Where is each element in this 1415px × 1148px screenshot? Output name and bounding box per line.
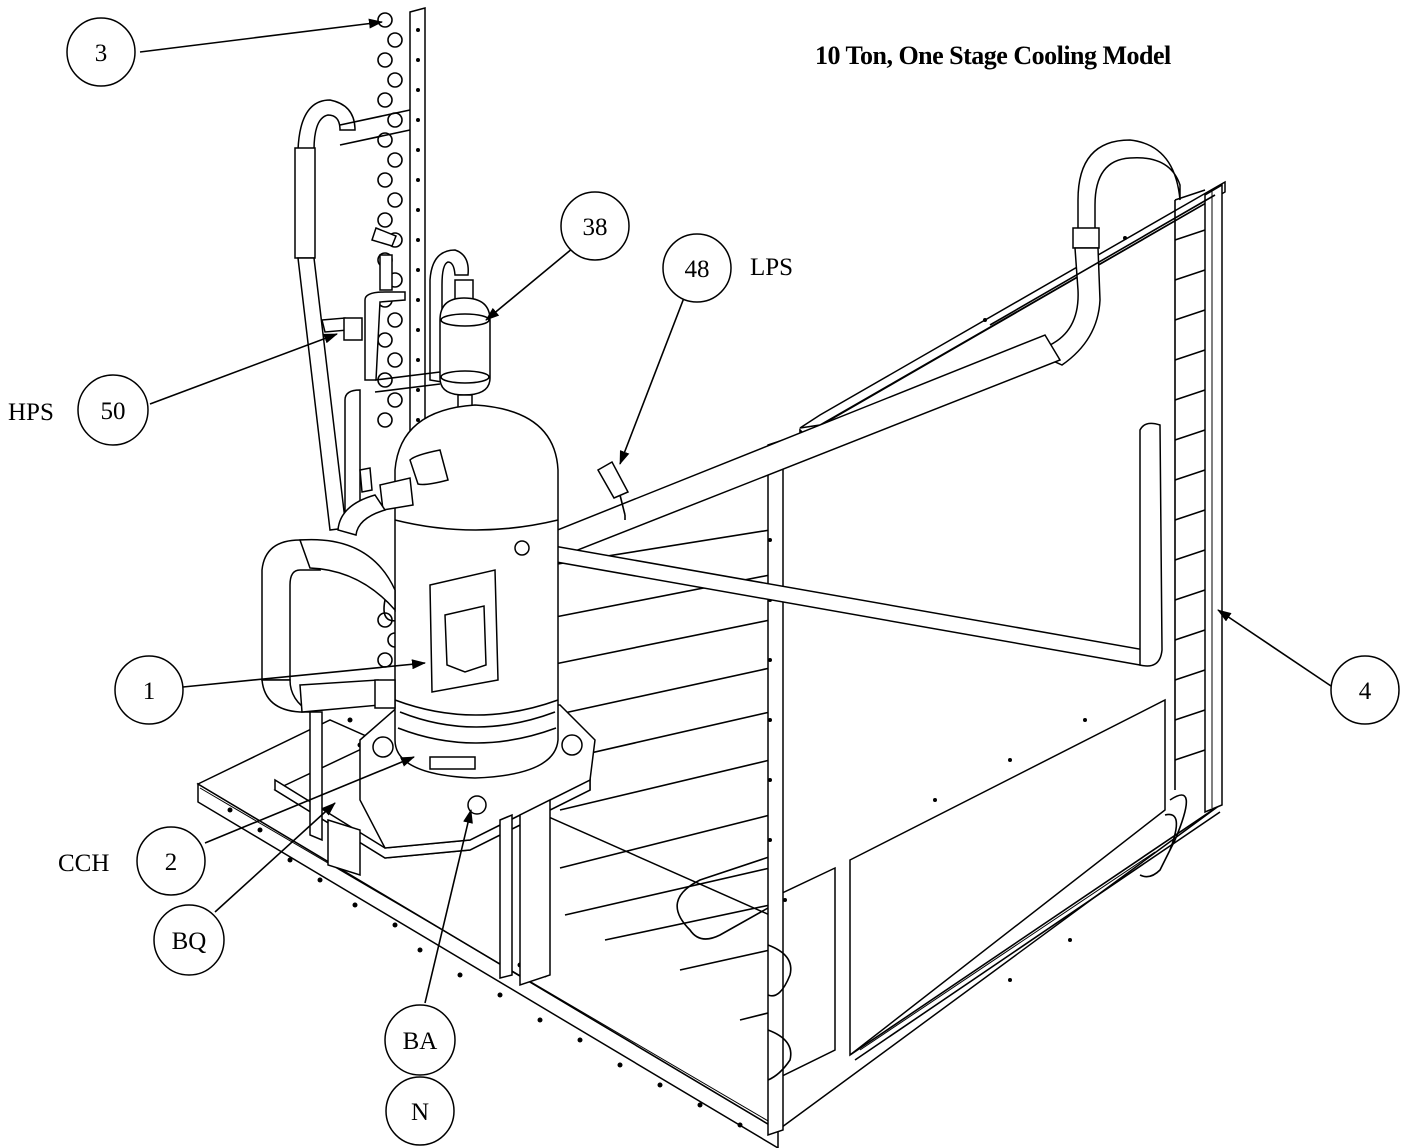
callout-50-label: 50 <box>101 398 126 425</box>
leader-lines <box>139 18 1332 1004</box>
callout-bq: BQ <box>153 904 225 976</box>
outdoor-coil-right <box>1038 139 1223 814</box>
cch-label: CCH <box>58 850 109 877</box>
side-panel <box>767 180 1226 1137</box>
compressor <box>261 404 596 987</box>
callout-ba-label: BA <box>403 1028 438 1055</box>
callout-4-label: 4 <box>1359 678 1372 705</box>
callout-n: N <box>385 1076 455 1146</box>
hps-label: HPS <box>8 399 54 426</box>
callout-50: 50 <box>77 374 149 446</box>
callout-1: 1 <box>114 655 184 725</box>
filter-drier <box>439 279 491 421</box>
low-pressure-switch <box>596 460 630 520</box>
callout-1-label: 1 <box>143 678 156 705</box>
callout-48-label: 48 <box>685 256 710 283</box>
callout-38: 38 <box>560 191 630 261</box>
callout-3-label: 3 <box>95 40 108 67</box>
lps-label: LPS <box>750 254 793 281</box>
callout-n-label: N <box>411 1099 429 1126</box>
refrigerant-lines <box>383 194 1216 667</box>
callout-2-label: 2 <box>165 849 178 876</box>
callout-2: 2 <box>136 826 206 896</box>
diagram-title: 10 Ton, One Stage Cooling Model <box>815 41 1171 70</box>
callout-ba: BA <box>384 1004 456 1076</box>
callout-bq-label: BQ <box>172 928 207 955</box>
callout-3: 3 <box>66 17 136 87</box>
high-pressure-switch <box>321 317 363 341</box>
callout-4: 4 <box>1330 655 1400 725</box>
callout-48: 48 <box>662 233 732 303</box>
callout-38-label: 38 <box>583 214 608 241</box>
